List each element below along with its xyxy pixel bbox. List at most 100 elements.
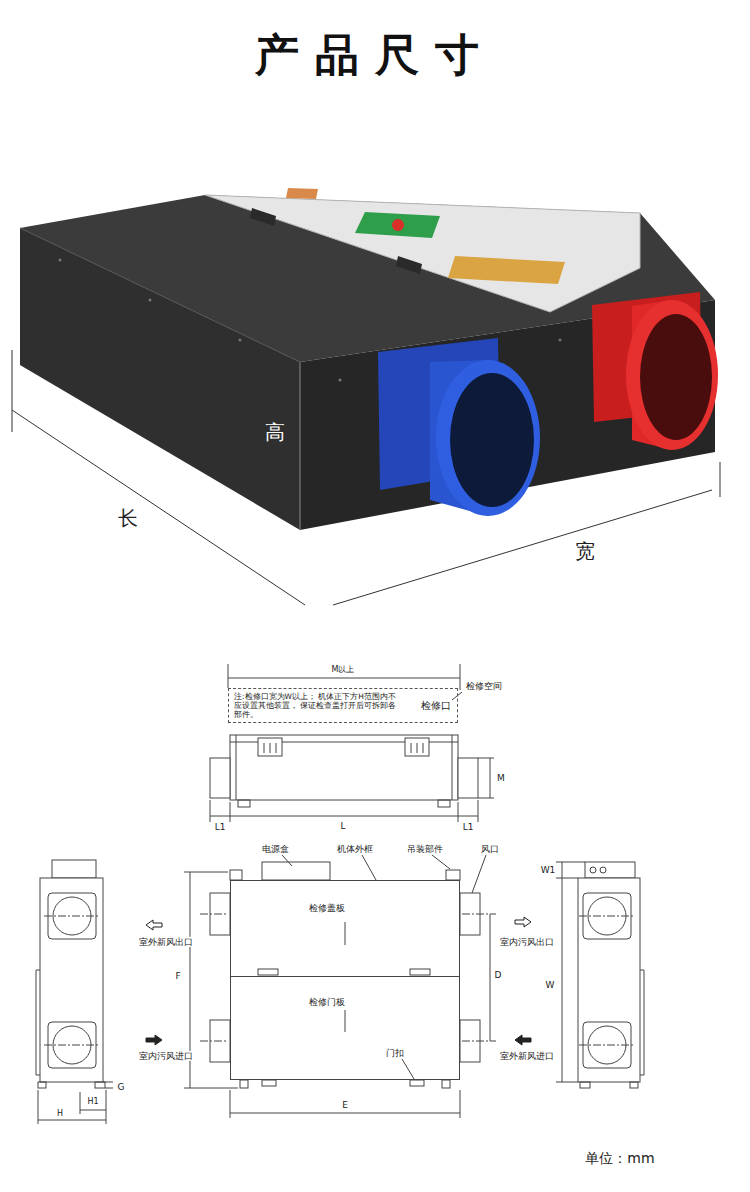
left-side-view-part xyxy=(80,1092,81,1114)
part-label: 电源盒 xyxy=(261,844,290,854)
right-side-view-part xyxy=(556,878,578,879)
dimension-label: D xyxy=(494,970,503,980)
dimension-label: E xyxy=(341,1100,349,1110)
red-duct-part xyxy=(626,300,718,450)
red-duct-part xyxy=(640,314,712,440)
right-side-view-part xyxy=(562,878,563,1082)
left-side-view-part xyxy=(38,1090,39,1124)
top-view-part xyxy=(478,758,494,759)
right-side-view-part xyxy=(556,1082,578,1083)
top-view-part xyxy=(258,738,282,756)
airflow-arrow-part xyxy=(515,917,531,927)
cover-panel: 检修盖板 xyxy=(230,880,460,977)
left-side-view-part xyxy=(103,1082,113,1083)
dimension-label: 长 xyxy=(117,507,139,530)
blue-duct xyxy=(378,338,540,516)
access-note-box: 注:检修口宽为W以上； 机体正下方H范围内不应设置其他装置， 保证检查盖打开后可… xyxy=(228,688,458,723)
right-side-view-part xyxy=(579,1045,635,1046)
top-view-part xyxy=(411,743,412,753)
front-view-part xyxy=(262,1080,276,1086)
front-view-part xyxy=(472,855,486,893)
top-view-part xyxy=(230,735,458,800)
dimension-label: M以上 xyxy=(331,665,356,674)
airflow-label: 室外新风进口 xyxy=(499,1051,555,1061)
note-text: 注:检修口宽为W以上； 机体正下方H范围内不应设置其他装置， 保证检查盖打开后可… xyxy=(234,692,399,719)
front-view-part xyxy=(410,969,430,975)
product-photo-part xyxy=(286,188,318,199)
part-label: 风口 xyxy=(480,844,500,854)
top-view-part xyxy=(276,743,277,753)
part-label: 门扣 xyxy=(385,1048,405,1058)
left-side-view-part xyxy=(44,1045,100,1046)
dimension-label: W xyxy=(545,980,556,990)
front-view-part xyxy=(200,914,228,915)
airflow-label: 室内污风进口 xyxy=(138,1051,194,1061)
right-side-view-part xyxy=(579,916,635,917)
top-view-part xyxy=(458,802,459,822)
part-label: 机体外框 xyxy=(336,844,374,854)
left-side-view-part xyxy=(80,1110,106,1111)
dimension-label: L1 xyxy=(214,822,227,832)
product-photo-part xyxy=(20,228,300,530)
front-view-part xyxy=(345,1010,346,1032)
unit-note: 单位：mm xyxy=(584,1150,655,1166)
dimension-label: G xyxy=(117,1082,126,1092)
product-photo-part xyxy=(559,339,562,342)
blue-duct-part xyxy=(436,360,540,516)
right-side-view-part xyxy=(585,862,635,878)
top-view-part xyxy=(236,735,237,800)
part-label: 吊装部件 xyxy=(406,844,444,854)
photo-dimension-line-part xyxy=(333,490,712,605)
top-view-part xyxy=(458,758,478,798)
left-side-view-part xyxy=(40,878,103,1082)
front-view-part xyxy=(230,1090,231,1118)
front-view-part xyxy=(184,1088,238,1089)
left-side-view-part xyxy=(52,860,96,878)
right-side-view-part xyxy=(562,862,563,878)
front-view-part xyxy=(362,855,376,880)
top-view-part xyxy=(405,738,429,756)
front-view-part xyxy=(345,922,346,945)
product-photo-part xyxy=(339,379,342,382)
right-side-view-part xyxy=(556,862,585,863)
product-photo-part xyxy=(396,256,422,274)
dimension-label: L1 xyxy=(462,822,475,832)
top-view-part xyxy=(230,802,231,822)
panel-label: 检修盖板 xyxy=(309,903,345,914)
airflow-arrow-part xyxy=(146,1035,162,1045)
top-view-part xyxy=(210,758,230,798)
product-photo xyxy=(20,188,715,530)
airflow-label: 室内污风出口 xyxy=(499,937,555,947)
airflow-arrow-part xyxy=(515,1035,531,1045)
top-view-part xyxy=(452,692,462,700)
dimension-label: 宽 xyxy=(574,540,596,563)
product-photo-part xyxy=(239,339,242,342)
left-side-view-part xyxy=(38,1082,46,1088)
top-view-part xyxy=(490,758,491,798)
photo-dimension-line-part xyxy=(720,462,721,497)
photo-dimension-line-part xyxy=(12,410,305,605)
photo-dimension-line xyxy=(12,350,720,605)
access-label: 检修口 xyxy=(421,700,451,712)
product-photo-part xyxy=(205,195,640,312)
top-view-part xyxy=(264,743,265,753)
front-view-part xyxy=(200,1041,228,1042)
product-photo-part xyxy=(59,259,62,262)
panel-label: 检修门板 xyxy=(309,997,345,1008)
dimension-label: W1 xyxy=(540,865,557,875)
front-view-part xyxy=(462,914,496,915)
top-view-part xyxy=(228,678,460,679)
top-view-part xyxy=(228,664,229,688)
left-side-view-part xyxy=(36,970,40,1075)
top-view-part xyxy=(238,800,250,807)
product-photo-part xyxy=(392,219,404,231)
left-side-view xyxy=(36,860,113,1124)
red-duct xyxy=(592,292,718,450)
front-view-part xyxy=(462,1041,496,1042)
front-view-part xyxy=(490,914,491,1041)
front-view-part xyxy=(240,1080,248,1088)
left-side-view-part xyxy=(106,1090,107,1124)
top-view-part xyxy=(417,743,418,753)
front-view-part xyxy=(282,855,292,866)
